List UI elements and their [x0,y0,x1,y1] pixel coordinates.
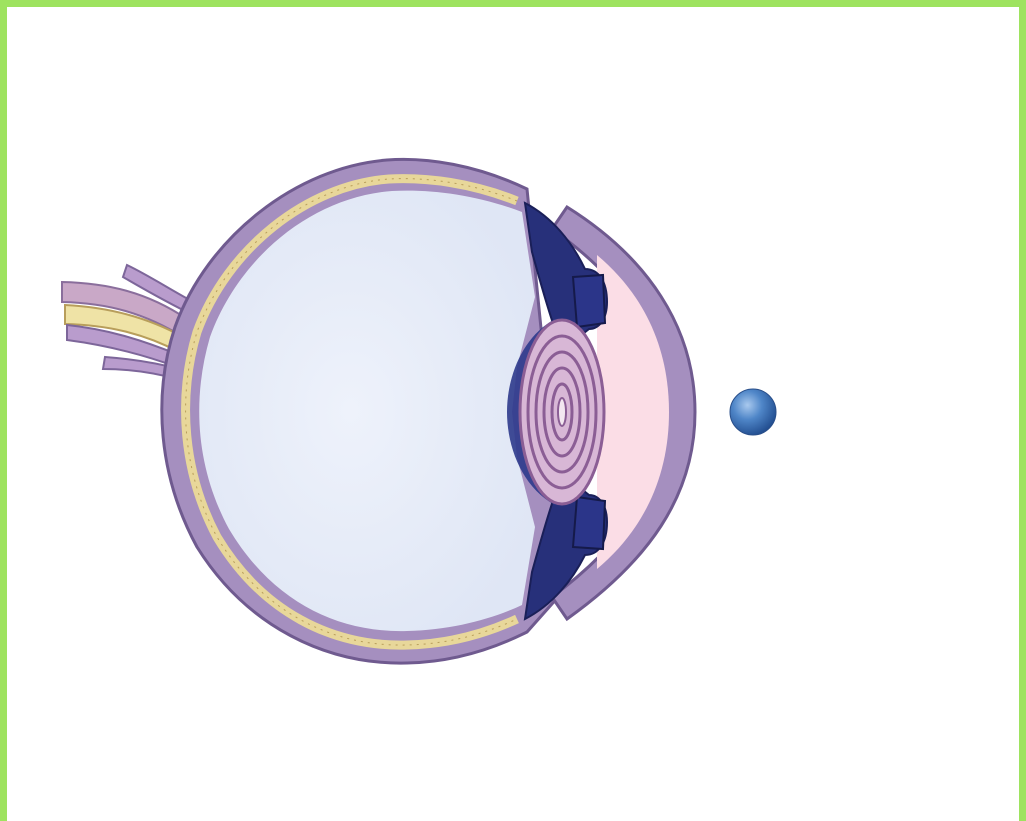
lens [520,320,604,504]
iris-upper [573,275,605,327]
iris-lower [573,497,605,549]
object-ball [730,389,776,435]
eye-diagram [7,7,1019,821]
